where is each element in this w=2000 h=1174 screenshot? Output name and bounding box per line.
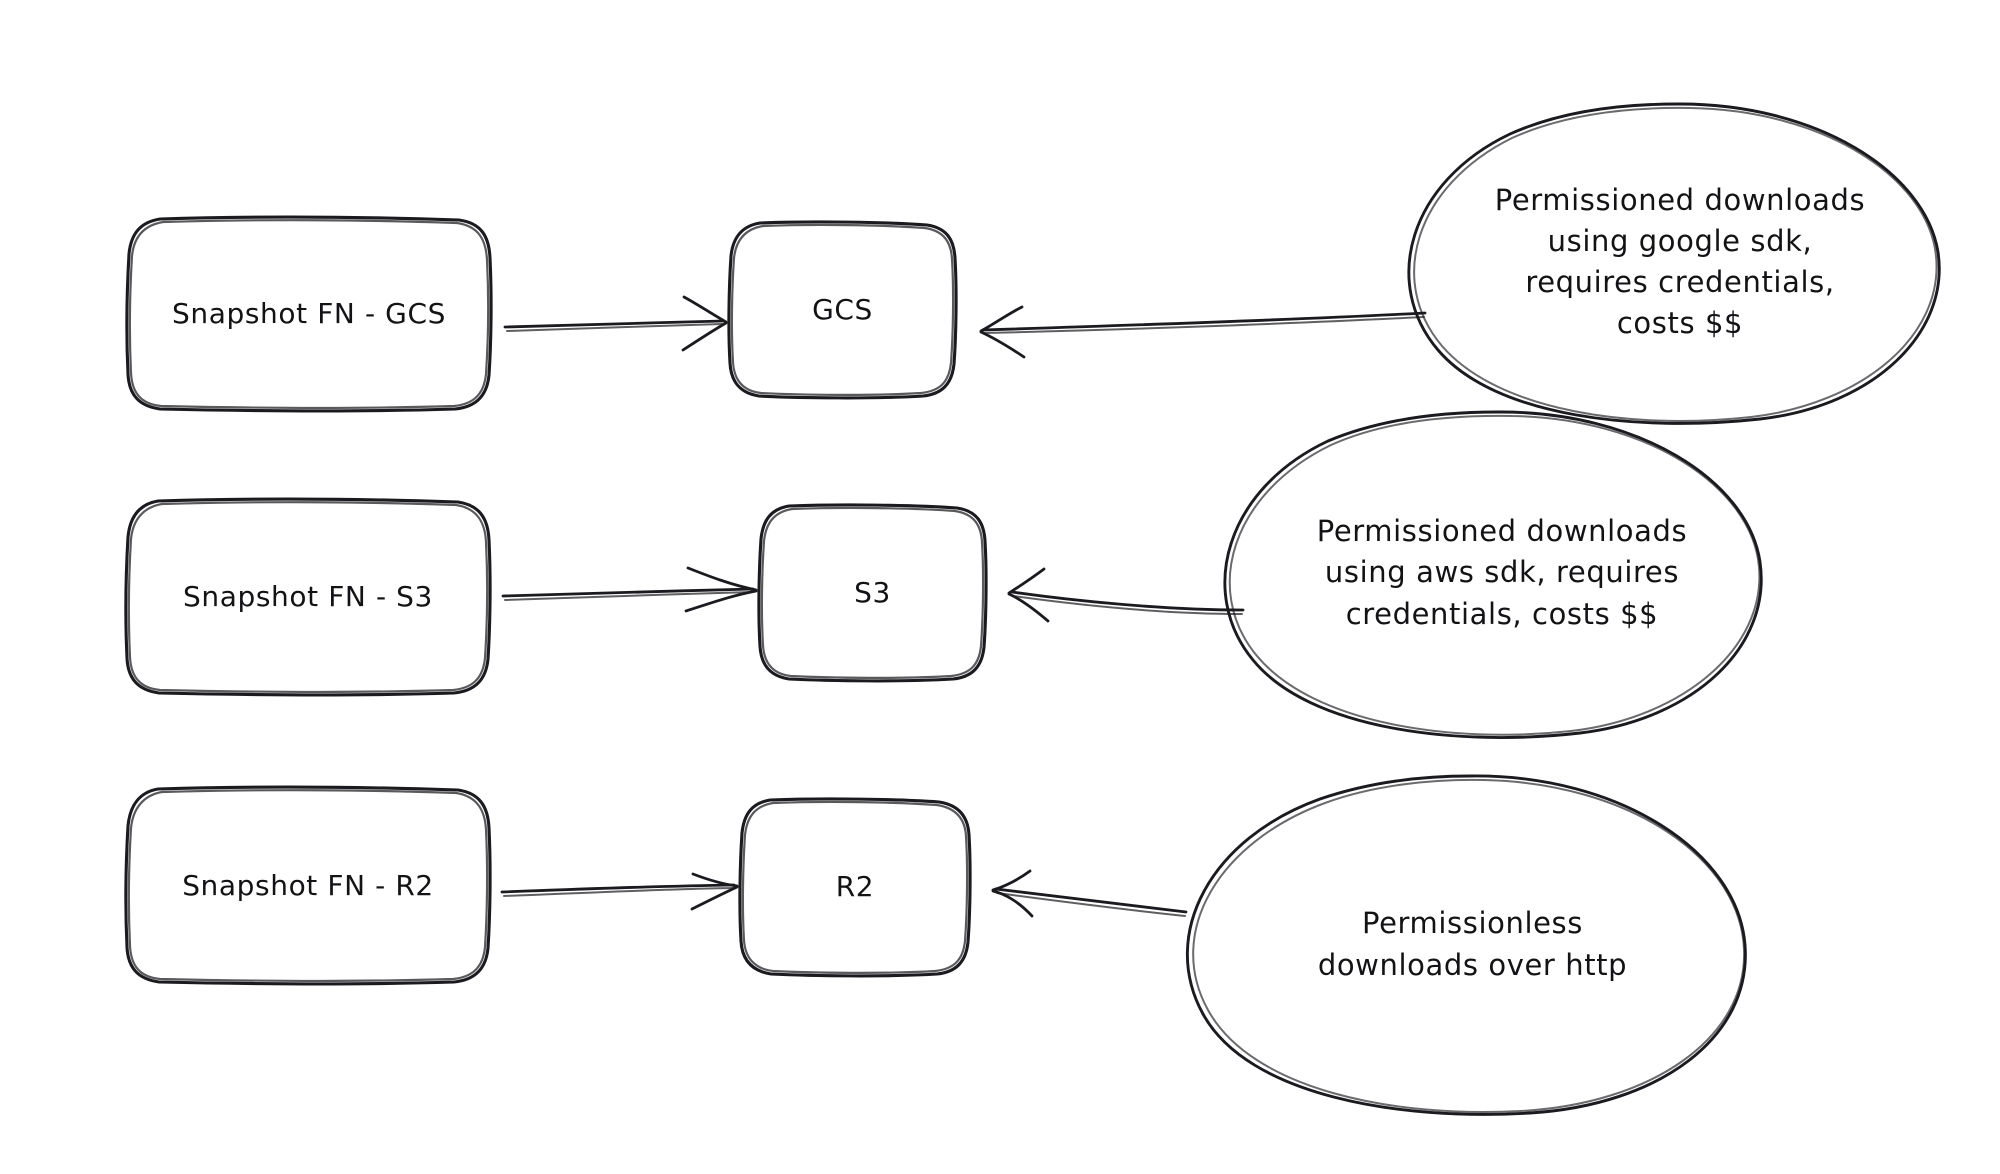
arrow-note-to-store-gcs: [979, 305, 1427, 359]
note-ellipse-gcs-shape[interactable]: [1407, 102, 1941, 425]
store-box-s3-shape[interactable]: [757, 503, 988, 683]
source-box-s3-shape[interactable]: [124, 497, 492, 697]
note-ellipse-r2-shape[interactable]: [1186, 774, 1747, 1116]
source-box-gcs-shape[interactable]: [125, 215, 493, 413]
arrow-note-to-store-s3: [1007, 567, 1245, 623]
arrow-source-to-store-gcs: [503, 295, 728, 352]
store-box-gcs-shape[interactable]: [727, 220, 958, 400]
arrow-source-to-store-r2: [500, 872, 739, 911]
arrow-source-to-store-s3: [501, 566, 758, 613]
store-box-r2-shape[interactable]: [738, 797, 972, 978]
source-box-r2-shape[interactable]: [124, 785, 492, 986]
note-ellipse-s3-shape[interactable]: [1223, 410, 1763, 739]
arrow-note-to-store-r2: [991, 869, 1188, 918]
